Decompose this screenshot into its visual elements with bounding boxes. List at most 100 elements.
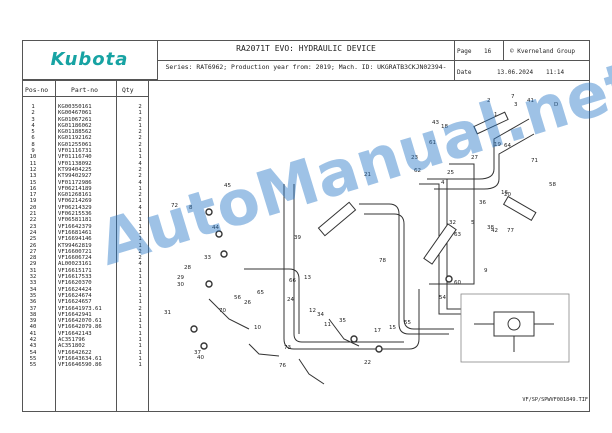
callout-label: 21 <box>364 172 371 178</box>
callout-label: 55 <box>404 320 411 326</box>
qty-cell: 1 <box>138 211 142 218</box>
part-cell: VF16694146 <box>58 236 92 243</box>
pos-cell: 5 <box>31 129 35 136</box>
part-cell: KG01188562 <box>58 129 92 136</box>
callout-label: 39 <box>294 235 301 241</box>
callout-label: 77 <box>507 228 514 234</box>
part-cell: VF06214269 <box>58 198 92 205</box>
callout-label: 72 <box>171 203 178 209</box>
part-cell: VF16642941 <box>58 311 92 318</box>
pos-cell: 42 <box>29 336 37 343</box>
hose-lines <box>208 118 535 385</box>
col-header-pos: Pos-no <box>25 86 49 94</box>
copyright: © Kverneland Group <box>510 48 576 55</box>
qty-cell: 1 <box>138 185 142 192</box>
pos-cell: 38 <box>29 311 37 318</box>
part-cell: VF01138092 <box>58 160 92 167</box>
pos-cell: 39 <box>29 318 37 325</box>
callout-label: 17 <box>374 328 381 334</box>
qty-cell: 2 <box>138 305 142 312</box>
header-bottom-line <box>22 80 590 81</box>
part-cell: KG01268161 <box>58 192 92 199</box>
pos-cell: 15 <box>29 179 37 186</box>
callout-label: 35 <box>339 318 346 324</box>
pos-cell: 54 <box>29 349 37 356</box>
callout-label: 3 <box>514 102 518 108</box>
callout-label: 13 <box>304 275 311 281</box>
table-row: 21 VF06215536 1 <box>22 211 148 217</box>
series-info: Series: RAT6962; Production year from: 2… <box>165 63 447 71</box>
callout-label: 8 <box>189 205 193 211</box>
pos-cell: 55 <box>29 362 37 369</box>
table-col-divider-1 <box>55 80 56 412</box>
callout-label: 25 <box>447 170 454 176</box>
col-header-part: Part-no <box>71 86 98 94</box>
callout-label: 65 <box>257 290 264 296</box>
qty-cell: 2 <box>138 129 142 136</box>
callout-label: 27 <box>471 155 478 161</box>
part-cell: VF16643634.61 <box>58 355 102 362</box>
pos-cell: 24 <box>29 229 37 236</box>
qty-cell: 1 <box>138 236 142 243</box>
pos-cell: 2 <box>31 110 35 117</box>
callout-label: 66 <box>289 278 296 284</box>
callout-label: 56 <box>234 295 241 301</box>
page-number: 16 <box>484 48 492 55</box>
part-cell: KT99402927 <box>58 173 92 180</box>
part-cell: VF16646590.86 <box>58 362 102 369</box>
pos-cell: 16 <box>29 185 37 192</box>
pos-cell: 35 <box>29 292 37 299</box>
qty-cell: 1 <box>138 110 142 117</box>
callout-label: 22 <box>364 360 371 366</box>
callout-label: 70 <box>219 308 226 314</box>
callout-label: 19 <box>494 142 501 148</box>
qty-cell: 1 <box>138 122 142 129</box>
callout-label: 26 <box>244 300 251 306</box>
pos-cell: 3 <box>31 116 35 123</box>
part-cell: VF16600721 <box>58 248 92 255</box>
part-cell: VF16624657 <box>58 299 92 306</box>
part-cell: VF16624424 <box>58 286 92 293</box>
pos-cell: 36 <box>29 299 37 306</box>
part-cell: VF06215536 <box>58 211 92 218</box>
header-divider <box>158 60 590 61</box>
part-cell: KG01255061 <box>58 141 92 148</box>
page-label: Page <box>457 48 472 55</box>
callout-label: 29 <box>177 275 184 281</box>
pos-cell: 40 <box>29 324 37 331</box>
pos-cell: 27 <box>29 248 37 255</box>
callout-label: 37 <box>194 350 201 356</box>
qty-cell: 1 <box>138 343 142 350</box>
qty-cell: 1 <box>138 324 142 331</box>
callout-label: 76 <box>279 363 286 369</box>
part-cell: VF01172986 <box>58 179 92 186</box>
qty-cell: 2 <box>138 173 142 180</box>
qty-cell: 2 <box>138 104 142 110</box>
pos-cell: 28 <box>29 255 37 262</box>
pos-cell: 19 <box>29 198 37 205</box>
callout-label: 15 <box>389 325 396 331</box>
pos-cell: 11 <box>29 160 37 167</box>
qty-cell: 1 <box>138 336 142 343</box>
pos-cell: 21 <box>29 211 37 218</box>
callout-label: 34 <box>317 312 324 318</box>
col-header-qty: Qty <box>122 86 134 94</box>
page-frame <box>22 40 590 412</box>
pos-cell: 1 <box>31 104 35 110</box>
pos-cell: 25 <box>29 236 37 243</box>
part-cell: VF01116740 <box>58 154 92 161</box>
callout-label: 42 <box>491 228 498 234</box>
